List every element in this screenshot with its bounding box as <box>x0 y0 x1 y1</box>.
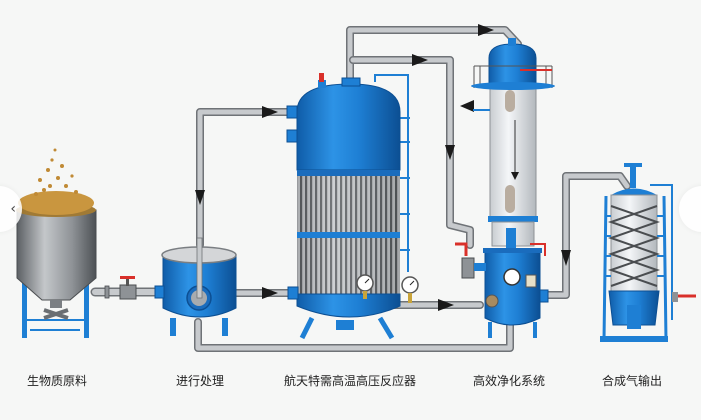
label-pretreatment: 进行处理 <box>175 374 225 388</box>
label-biomass: 生物质原料 <box>26 374 88 388</box>
purification-column <box>455 38 555 338</box>
reactor <box>286 73 419 340</box>
chevron-left-icon: ‹ <box>10 201 16 217</box>
biomass-hopper <box>16 148 97 338</box>
label-reactor: 航天特需高温高压反应器 <box>283 374 417 388</box>
flow-arrows <box>195 24 571 311</box>
label-syngas: 合成气输出 <box>601 374 663 388</box>
hopper-valve <box>104 276 137 300</box>
carousel-next-button[interactable] <box>679 186 701 232</box>
syngas-vessel <box>600 163 696 342</box>
label-purification: 高效净化系统 <box>472 374 546 388</box>
pretreatment-tank <box>154 237 237 336</box>
carousel-prev-button[interactable]: ‹ <box>0 186 22 232</box>
